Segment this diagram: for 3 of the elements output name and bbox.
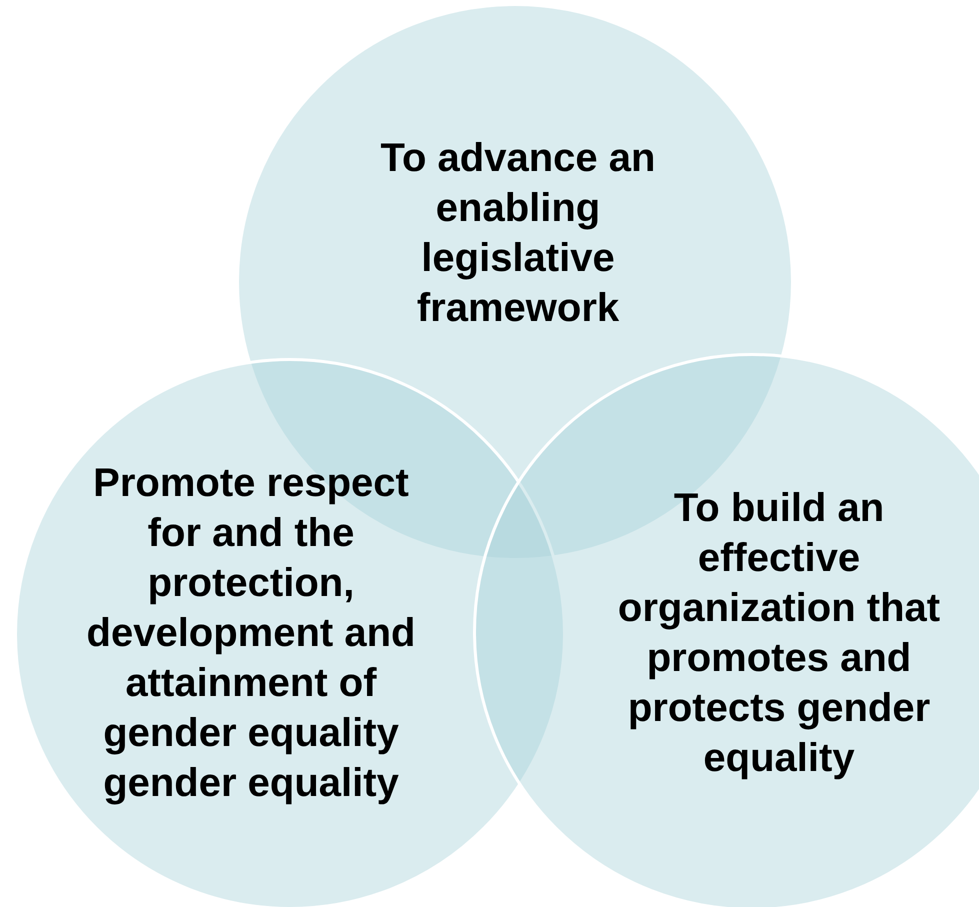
circle-label: To build an effective organization that promotes and protects gender equality	[616, 485, 942, 782]
circle-label: To advance an enabling legislative framework	[380, 135, 656, 332]
circle-label: Promote respect for and the protection, development and attainment of gender equality gender equality	[86, 460, 416, 807]
